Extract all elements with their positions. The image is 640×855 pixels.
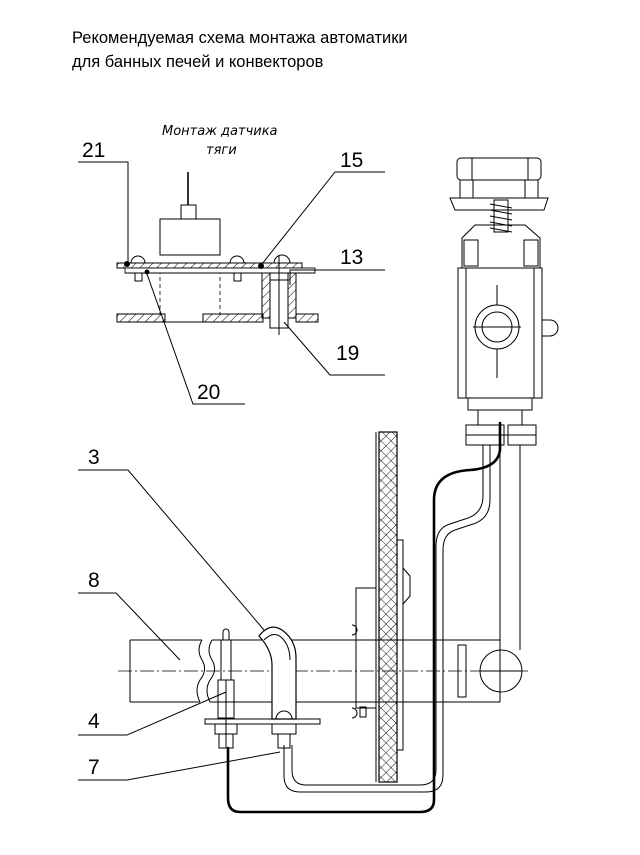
label-4: 4 xyxy=(88,710,100,733)
thermocouple-wire xyxy=(226,421,502,814)
wall-segment-1 xyxy=(116,313,166,323)
wall-segment-3 xyxy=(295,313,319,323)
label-21: 21 xyxy=(82,139,105,162)
burner-assembly xyxy=(118,431,530,783)
thermocouple-tip xyxy=(222,628,230,640)
nut-20 xyxy=(144,269,150,275)
main-gas-pipe xyxy=(479,445,523,693)
draft-sensor-detail: Монтаж датчика тяги xyxy=(78,124,385,405)
valve-side-nipple xyxy=(541,319,559,337)
label-13: 13 xyxy=(340,246,363,269)
label-20: 20 xyxy=(197,381,220,404)
knob-spring xyxy=(489,199,513,233)
valve-bottom-flange xyxy=(467,397,533,411)
label-8: 8 xyxy=(88,569,100,592)
valve-body xyxy=(457,267,543,399)
heat-shield-panel xyxy=(378,431,398,783)
screw-head-mid xyxy=(229,255,245,264)
detail-note-line-1: Монтаж датчика xyxy=(162,124,278,139)
wall-segment-2 xyxy=(202,313,264,323)
label-3: 3 xyxy=(88,446,100,469)
support-bracket xyxy=(355,587,377,709)
standoff-right-wall xyxy=(287,272,297,319)
pilot-bracket-plate xyxy=(204,718,321,725)
screw-head-right xyxy=(273,254,291,264)
mounting-plate xyxy=(116,262,303,269)
gas-valve-unit xyxy=(449,157,559,446)
screw-head-left xyxy=(130,255,146,264)
gasket-layer xyxy=(124,267,316,274)
detail-note-line-2: тяги xyxy=(206,143,237,158)
washer-15 xyxy=(258,263,264,269)
washer-21 xyxy=(124,261,130,267)
thermocouple-sleeve xyxy=(220,639,232,681)
standoff-left-wall xyxy=(261,272,271,319)
pilot-gas-tube xyxy=(283,445,491,793)
label-7: 7 xyxy=(88,756,100,779)
sensor-cap xyxy=(180,204,197,220)
label-19: 19 xyxy=(336,342,359,365)
title-line-2: для банных печей и конвекторов xyxy=(72,53,324,71)
title-line-1: Рекомендуемая схема монтажа автоматики xyxy=(72,29,408,47)
pilot-fitting-nut xyxy=(271,723,297,735)
pilot-fitting xyxy=(277,733,291,749)
valve-knob xyxy=(456,157,542,181)
diagram-title: Рекомендуемая схема монтажа автоматики д… xyxy=(72,26,592,74)
pilot-burner xyxy=(258,626,297,720)
sensor-body xyxy=(159,218,221,256)
label-15: 15 xyxy=(340,149,363,172)
valve-upper-block xyxy=(461,224,541,269)
